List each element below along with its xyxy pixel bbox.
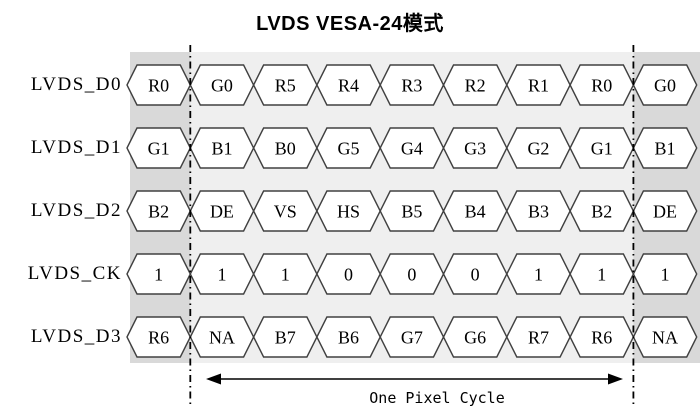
row-label-lvds-d1: LVDS_D1	[30, 137, 122, 158]
data-cell-value: 0	[407, 265, 416, 285]
data-cell-value: G7	[401, 328, 423, 348]
data-cell-value: B1	[655, 139, 676, 159]
data-cell-value: 1	[154, 265, 163, 285]
data-cell-value: 1	[661, 265, 670, 285]
data-cell-value: NA	[652, 328, 678, 348]
diagram-title: LVDS VESA-24模式	[256, 13, 444, 35]
data-cell-value: 0	[471, 265, 480, 285]
data-cell-value: B1	[211, 139, 232, 159]
data-cell-value: G1	[148, 139, 170, 159]
data-cell-hexagon	[632, 64, 698, 106]
row-label-lvds-d2: LVDS_D2	[30, 200, 122, 221]
data-cell-value: B6	[338, 328, 359, 348]
row-label-lvds-ck: LVDS_CK	[27, 263, 122, 284]
arrow-head-left-icon	[206, 373, 221, 385]
data-cell-value: 0	[344, 265, 353, 285]
pixel-cycle-label: One Pixel Cycle	[369, 389, 505, 407]
data-cell-value: R2	[465, 76, 486, 96]
data-cell-value: DE	[653, 202, 677, 222]
data-cell-value: G0	[654, 76, 676, 96]
data-cell-value: B0	[275, 139, 296, 159]
data-cell-value: B3	[528, 202, 549, 222]
data-cell-value: R3	[401, 76, 422, 96]
arrow-head-right-icon	[608, 373, 623, 385]
data-cell-value: R5	[275, 76, 296, 96]
data-cell-hexagon	[632, 316, 698, 358]
data-cell-value: B2	[148, 202, 169, 222]
data-cell-value: R7	[528, 328, 549, 348]
data-cell-value: R6	[148, 328, 169, 348]
data-cell-value: G1	[591, 139, 613, 159]
row-label-lvds-d0: LVDS_D0	[30, 74, 122, 95]
data-cell-hexagon	[632, 190, 698, 232]
data-cell-value: 1	[217, 265, 226, 285]
data-cell-value: R6	[591, 328, 612, 348]
data-cell-hexagon	[632, 253, 698, 295]
row-label-lvds-d3: LVDS_D3	[30, 326, 122, 347]
data-cell-value: DE	[210, 202, 234, 222]
data-cell-value: B2	[591, 202, 612, 222]
data-cell-value: B4	[465, 202, 486, 222]
data-cell-value: R4	[338, 76, 359, 96]
data-cell-value: R1	[528, 76, 549, 96]
data-cell-value: VS	[274, 202, 297, 222]
data-cell-value: G0	[211, 76, 233, 96]
data-cell-value: 1	[534, 265, 543, 285]
data-cell-hexagon	[632, 127, 698, 169]
data-cell-value: R0	[148, 76, 169, 96]
data-cell-value: G6	[464, 328, 486, 348]
data-cell-value: G3	[464, 139, 486, 159]
data-cell-value: B5	[401, 202, 422, 222]
data-cell-value: HS	[337, 202, 360, 222]
data-cell-value: G5	[338, 139, 360, 159]
data-cell-value: B7	[275, 328, 296, 348]
data-cell-value: R0	[591, 76, 612, 96]
data-cell-value: 1	[597, 265, 606, 285]
data-cell-value: G4	[401, 139, 423, 159]
data-cell-value: G2	[527, 139, 549, 159]
data-cell-value: 1	[281, 265, 290, 285]
data-cell-value: NA	[209, 328, 235, 348]
